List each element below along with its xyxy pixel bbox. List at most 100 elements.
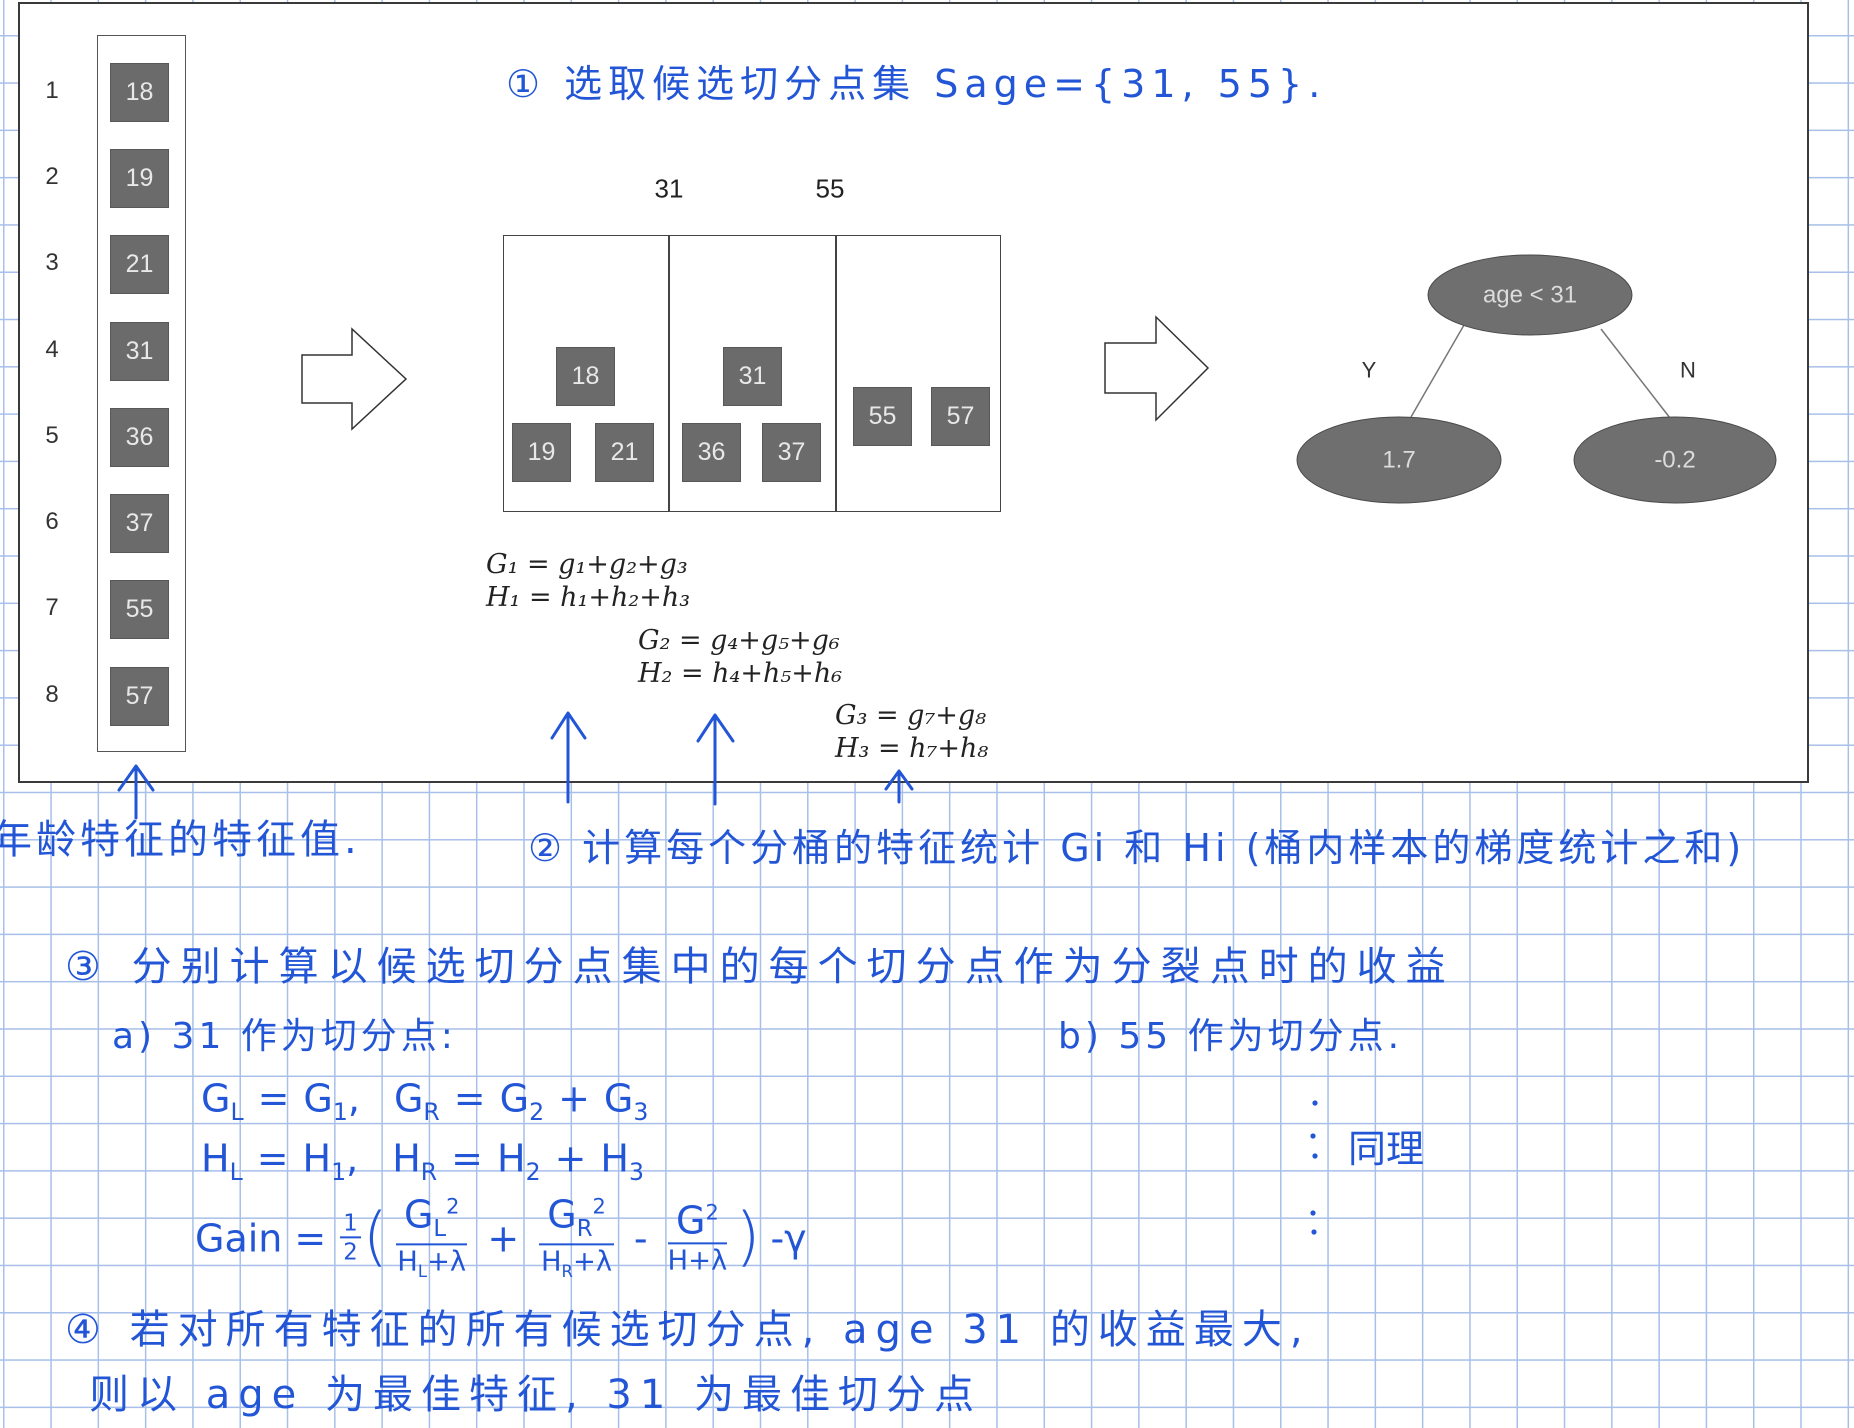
formula-operator: + (554, 1136, 587, 1181)
bucket-item: 55 (853, 387, 912, 446)
fraction-numerator: GR2 (539, 1192, 614, 1246)
tree-left-leaf-value: 1.7 (1382, 447, 1415, 474)
g-formula: G₂ = g₄+g₅+g₆ (638, 625, 840, 656)
feature-value-box: 57 (110, 667, 169, 726)
feature-column-box (97, 35, 186, 752)
feature-value-box: 19 (110, 149, 169, 208)
feature-value-box: 37 (110, 494, 169, 553)
fraction-numerator: GL2 (395, 1192, 468, 1246)
bucket-box (503, 235, 1001, 512)
gain-formula: Gain = 1 2 ( GL2 HL+λ + GR2 HR+λ - G2 H+… (195, 1195, 807, 1280)
feature-value-box: 55 (110, 580, 169, 639)
tree-yes-label: Y (1362, 358, 1377, 383)
tree-edge-no (1600, 328, 1671, 419)
formula-subscript: 3 (633, 1098, 649, 1127)
formula-subscript: R (420, 1158, 438, 1187)
fraction-denominator: HL+λ (397, 1246, 466, 1281)
tree-right-leaf-value: -0.2 (1654, 447, 1695, 474)
note-case-b-result: 同理 (1348, 1127, 1425, 1171)
tree-root-node (1427, 254, 1633, 336)
tree-root-label: age < 31 (1483, 282, 1577, 309)
parent-gain-term: G2 H+λ (668, 1201, 728, 1274)
formula-subscript: L (433, 1215, 447, 1242)
formula-subscript: 2 (525, 1158, 541, 1187)
formula-token: G (303, 1076, 333, 1121)
formula-operator: + (558, 1076, 590, 1121)
formula-operator: + (487, 1216, 520, 1260)
left-gain-term: GL2 HL+λ (395, 1192, 468, 1281)
formula-subscript: 3 (628, 1158, 644, 1187)
bucket-divider (835, 235, 837, 512)
fraction-numerator: 1 (340, 1212, 361, 1238)
formula-token: +λ (572, 1246, 613, 1278)
g-formula: G₃ = g₇+g₈ (835, 700, 987, 731)
note-step-3: ③ 分别计算以候选切分点集中的每个切分点作为分裂点时的收益 (65, 944, 1455, 990)
formula-subscript: 1 (331, 1158, 347, 1187)
formula-operator: - (633, 1216, 648, 1260)
feature-value-box: 31 (110, 322, 169, 381)
formula-operator: = (451, 1136, 483, 1181)
row-number: 3 (45, 249, 59, 276)
note-case-a: a) 31 作为切分点: (112, 1016, 457, 1057)
formula-token: G (393, 1076, 424, 1121)
bucket-item: 31 (723, 347, 782, 406)
tree-no-label: N (1680, 358, 1696, 383)
fraction-denominator: H+λ (667, 1245, 728, 1277)
row-number: 7 (45, 594, 59, 621)
split-point-label: 31 (654, 173, 684, 204)
formula-separator: , (346, 1136, 359, 1181)
formula-token: H (302, 1136, 332, 1181)
note-step-4-line-1: ④ 若对所有特征的所有候选切分点, age 31 的收益最大, (65, 1307, 1311, 1353)
formula-subscript: L (229, 1158, 243, 1187)
gl-gr-equation: GL=G1,GR=G2+G3 (201, 1079, 648, 1124)
formula-token: G (403, 1192, 434, 1237)
formula-subscript: R (576, 1215, 593, 1242)
h-formula: H₃ = h₇+h₈ (835, 733, 989, 764)
formula-subscript: 1 (332, 1098, 348, 1127)
bucket-item: 37 (762, 423, 821, 482)
feature-value-box: 18 (110, 63, 169, 122)
formula-operator: = (257, 1076, 290, 1121)
fraction-denominator: 2 (343, 1239, 358, 1265)
note-step-4-line-2: 则以 age 为最佳特征, 31 为最佳切分点 (89, 1372, 982, 1418)
formula-subscript: R (423, 1098, 440, 1127)
fraction-denominator: HR+λ (541, 1246, 612, 1281)
row-number: 2 (45, 163, 59, 190)
close-paren: ) (735, 1199, 761, 1275)
tree-left-leaf (1296, 416, 1502, 504)
bucket-item: 21 (595, 423, 654, 482)
formula-token: H (497, 1136, 526, 1181)
hollow-right-arrow-icon (301, 327, 408, 431)
formula-subscript: L (230, 1098, 244, 1127)
hollow-right-arrow-icon (1104, 315, 1210, 422)
note-feature-values: 年龄特征的特征值. (0, 817, 361, 863)
formula-token: G (547, 1192, 577, 1237)
formula-token: H (201, 1136, 230, 1181)
bucket-item: 36 (682, 423, 741, 482)
bucket-item: 57 (931, 387, 990, 446)
tree-right-leaf (1573, 416, 1777, 504)
formula-subscript: L (417, 1262, 427, 1282)
formula-superscript: 2 (446, 1194, 460, 1219)
bucket-1-stats: G₁ = g₁+g₂+g₃ H₁ = h₁+h₂+h₃ (486, 548, 690, 614)
bucket-2-stats: G₂ = g₄+g₅+g₆ H₂ = h₄+h₅+h₆ (638, 624, 842, 690)
tree-edge-yes (1410, 324, 1465, 418)
formula-token: G (603, 1076, 634, 1121)
formula-token: G (499, 1076, 530, 1121)
ellipsis-dots (1310, 1100, 1318, 1235)
h-formula: H₂ = h₄+h₅+h₆ (638, 658, 843, 689)
bucket-item: 19 (512, 423, 571, 482)
hl-hr-equation: HL=H1,HR=H2+H3 (201, 1139, 644, 1184)
half-fraction: 1 2 (340, 1212, 361, 1264)
formula-token: G (676, 1198, 706, 1243)
gain-label: Gain (195, 1216, 283, 1260)
row-number: 8 (45, 681, 59, 708)
formula-superscript: 2 (705, 1200, 719, 1225)
formula-token: H (540, 1246, 562, 1278)
h-formula: H₁ = h₁+h₂+h₃ (486, 582, 691, 613)
formula-operator: = (256, 1136, 289, 1181)
row-number: 4 (45, 336, 59, 363)
bucket-item: 18 (556, 347, 615, 406)
formula-subscript: 2 (529, 1098, 545, 1127)
